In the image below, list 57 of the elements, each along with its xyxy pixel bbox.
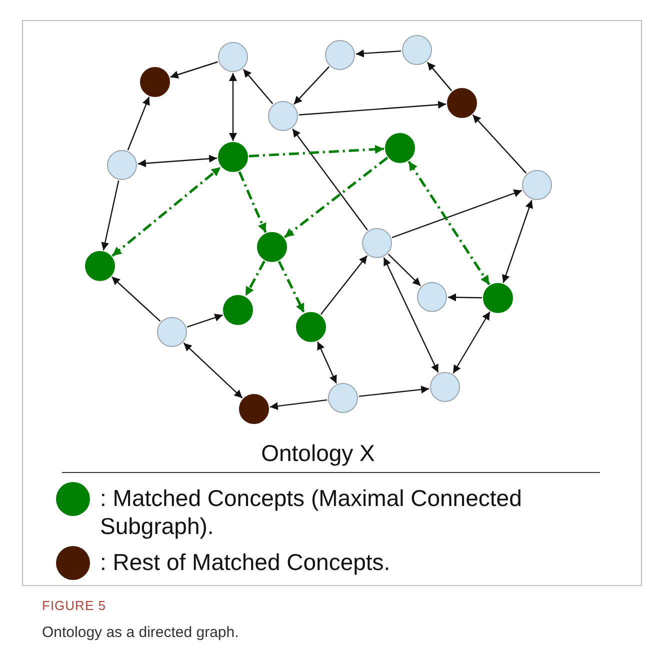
concept-node <box>107 150 137 180</box>
concept-node <box>385 133 415 163</box>
concept-node <box>268 101 298 131</box>
arrow <box>392 189 522 238</box>
arrow <box>293 66 330 105</box>
arrow <box>502 200 533 284</box>
arrow <box>358 386 430 397</box>
concept-node <box>218 142 248 172</box>
arrow <box>238 171 267 233</box>
concept-node <box>522 170 552 200</box>
arrow <box>170 61 218 78</box>
arrow <box>317 341 337 384</box>
arrow <box>112 166 222 257</box>
concept-node <box>85 251 115 281</box>
arrow <box>278 260 306 314</box>
concept-node <box>140 67 170 97</box>
concept-node <box>218 42 248 72</box>
arrow <box>356 49 402 58</box>
concept-node <box>362 228 392 258</box>
arrow <box>183 342 243 398</box>
concept-node <box>157 317 187 347</box>
arrow <box>138 154 218 168</box>
arrow <box>452 311 490 374</box>
concept-node <box>296 312 326 342</box>
arrow <box>383 257 439 373</box>
concept-node <box>417 282 447 312</box>
arrow <box>242 68 274 104</box>
arrow <box>388 254 421 286</box>
legend-text: : Matched Concepts (Maximal Connected Subgraph). <box>100 484 523 540</box>
concept-node <box>402 35 432 65</box>
concept-node <box>257 232 287 262</box>
arrow <box>408 160 490 286</box>
arrow <box>426 62 452 92</box>
arrow <box>292 128 368 230</box>
arrow <box>229 73 237 141</box>
concept-node <box>447 88 477 118</box>
concept-node <box>328 383 358 413</box>
concept-node <box>430 372 460 402</box>
graph-title: Ontology X <box>260 440 376 467</box>
concept-node <box>223 295 253 325</box>
figure-number: FIGURE 5 <box>42 598 106 613</box>
arrow <box>244 260 266 297</box>
concept-node <box>239 394 269 424</box>
arrow <box>111 276 161 322</box>
concept-node <box>483 283 513 313</box>
arrow <box>101 180 120 250</box>
concept-node <box>325 40 355 70</box>
arrow <box>320 255 368 315</box>
arrow <box>448 293 482 302</box>
arrow <box>248 144 384 158</box>
arrow <box>298 100 446 116</box>
legend-text: : Rest of Matched Concepts. <box>100 548 392 576</box>
arrow <box>187 314 223 328</box>
figure-caption: Ontology as a directed graph. <box>42 624 239 641</box>
arrow <box>127 96 150 150</box>
arrow <box>472 114 527 174</box>
arrow <box>270 399 328 410</box>
